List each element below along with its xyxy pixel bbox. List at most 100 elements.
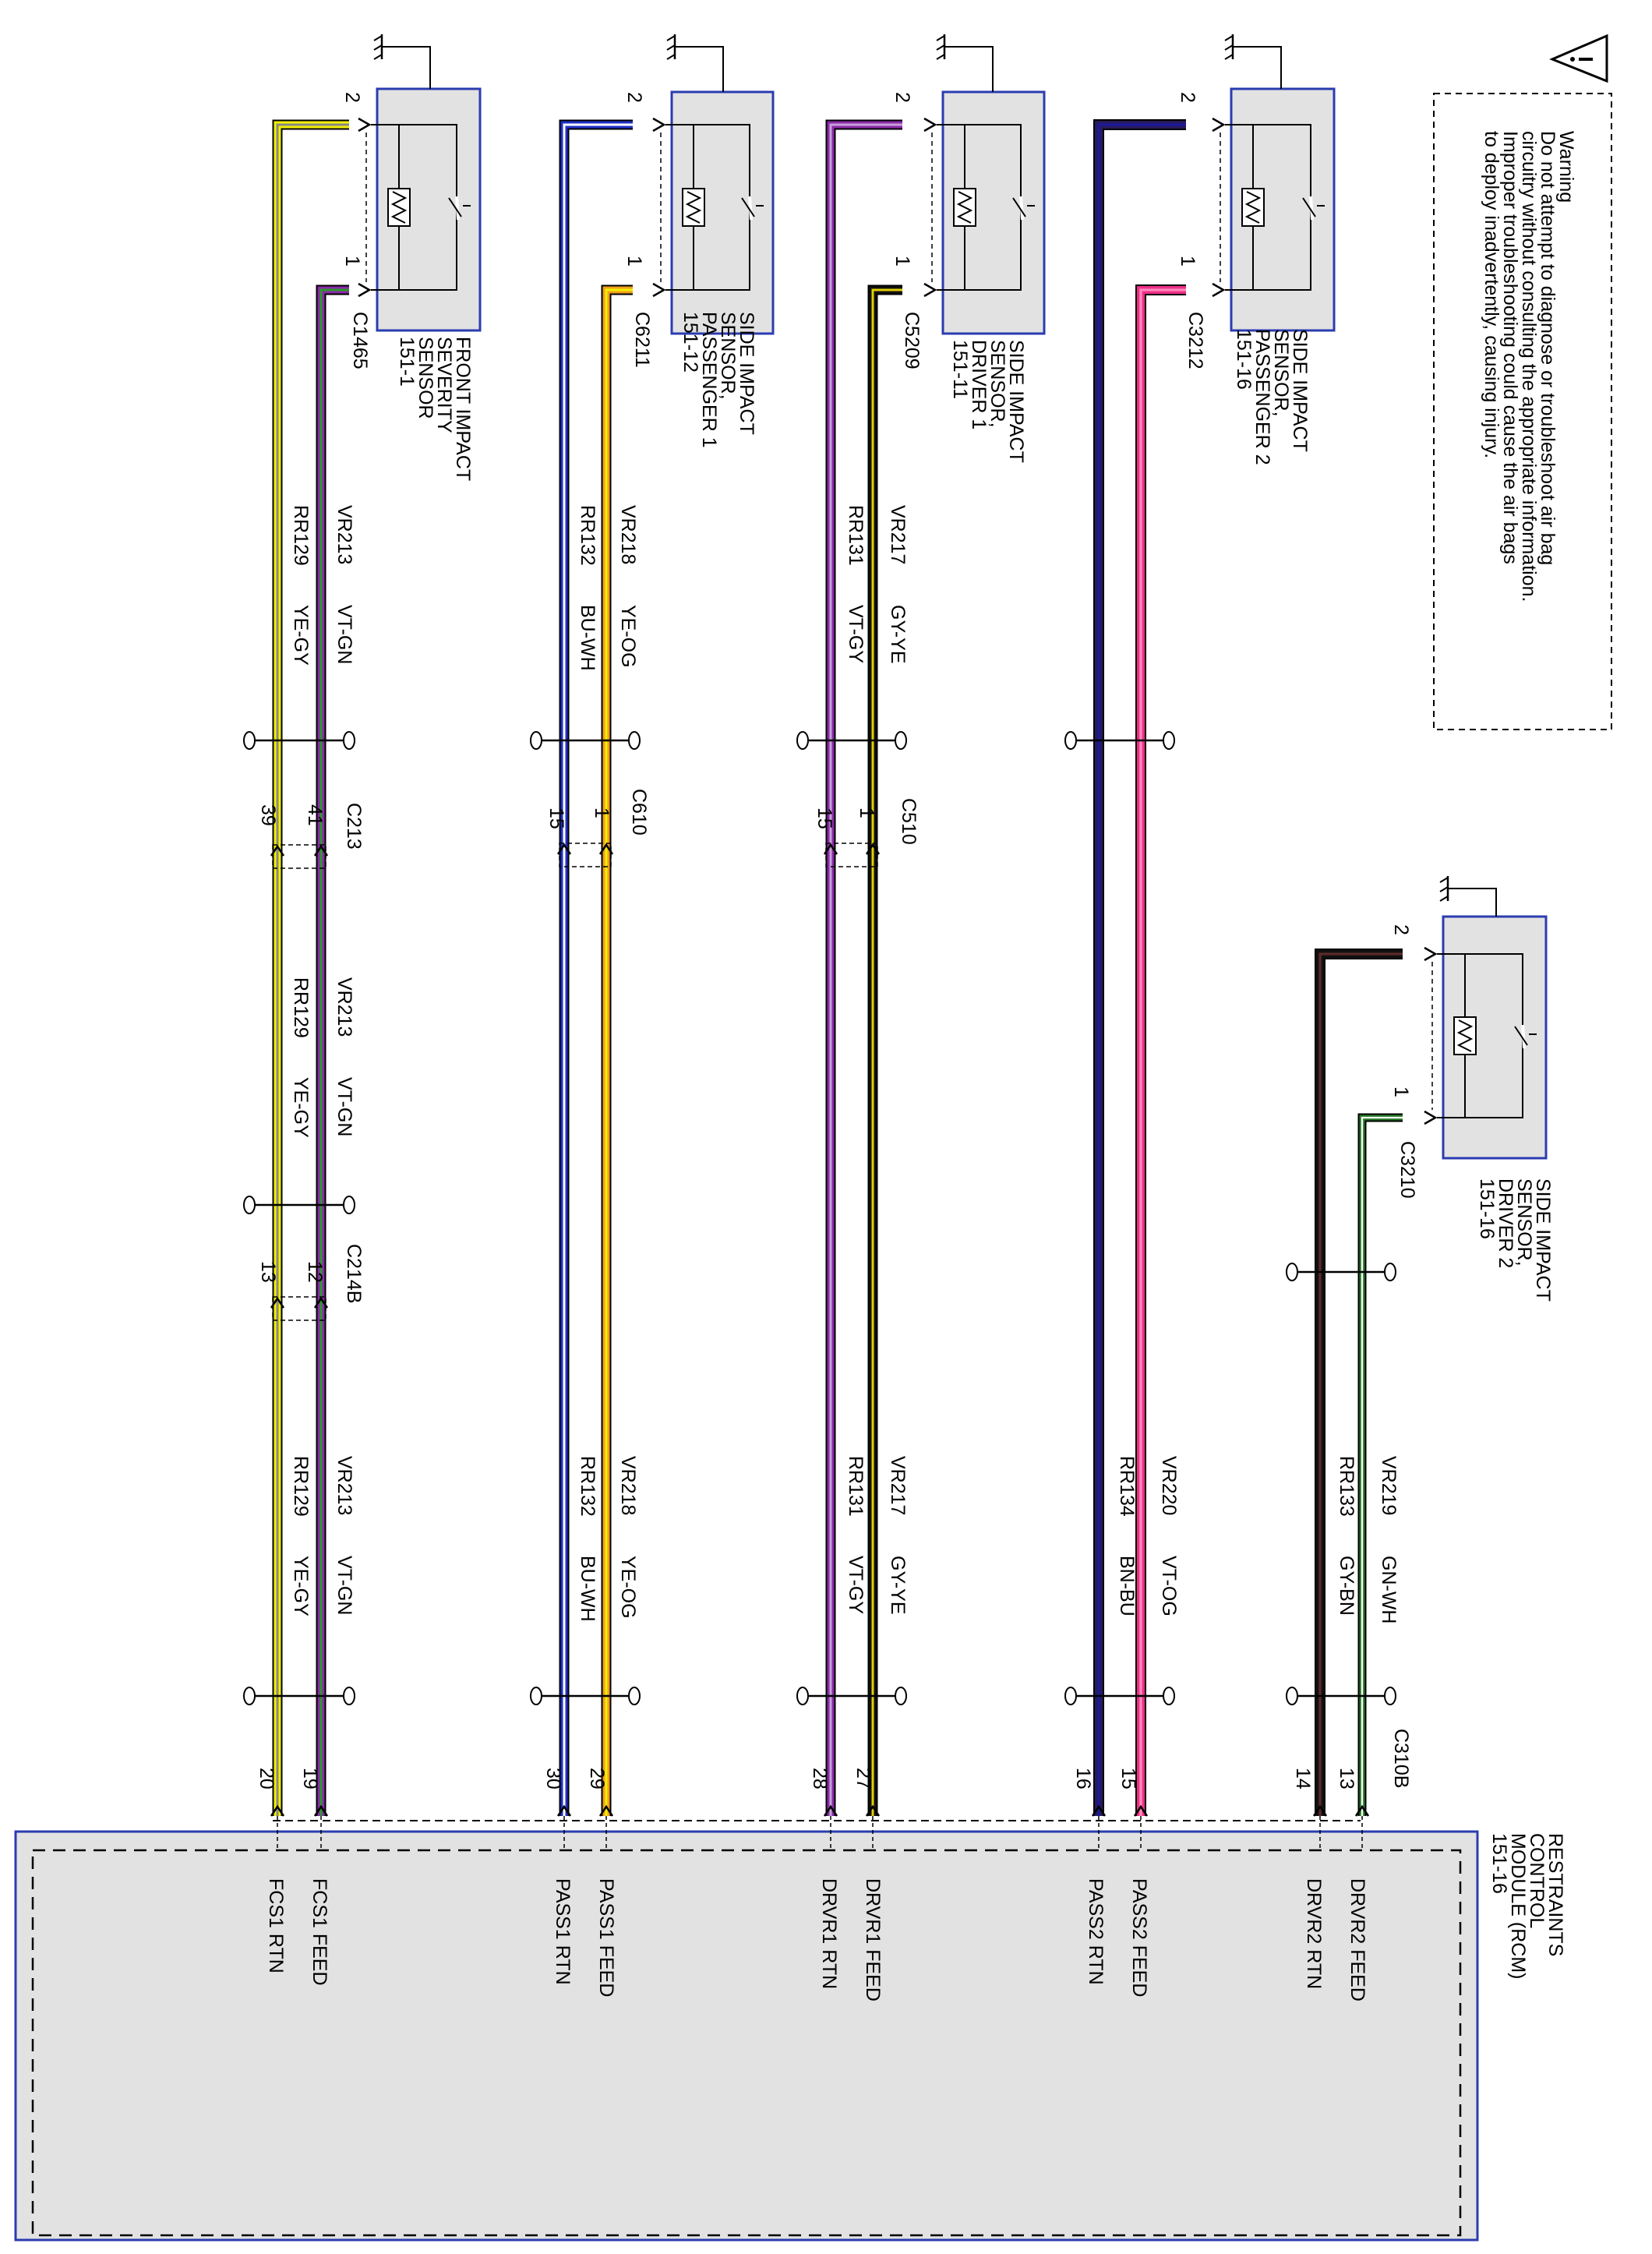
circuit-id: RR132 (577, 505, 598, 566)
ground-hatch (1439, 877, 1449, 883)
sensor-name-line: DRIVER 1 (968, 340, 990, 429)
rcm-pin-arrow (1091, 1804, 1107, 1817)
warning-line-5: to deploy inadvertently, causing injury. (1481, 131, 1502, 458)
inline-pin-arrow (598, 843, 614, 855)
sensor-name-line: PASSENGER 2 (1251, 329, 1273, 465)
wire-color: YE-GY (290, 1077, 312, 1138)
wire-vr217-stripe (871, 288, 902, 1816)
wire-color: YE-GY (290, 1556, 312, 1616)
inline-connector-box (559, 843, 612, 867)
sensor-name-line: PASSENGER 1 (698, 312, 720, 448)
sensor-name-line: SENSOR, (987, 340, 1008, 428)
ground-hatch (1224, 35, 1234, 41)
inline-connector-c510 (823, 843, 881, 867)
rcm-name-4: 151-16 (1488, 1833, 1510, 1894)
pin-label: 41 (304, 804, 326, 826)
pin-arrow (1212, 117, 1226, 132)
wires (272, 119, 1403, 1816)
circuit-id: RR134 (1116, 1456, 1138, 1517)
pin-label: 12 (304, 1261, 326, 1283)
splice-markers (243, 731, 1396, 1850)
inline-pin-arrow (313, 1296, 329, 1309)
resistor-zigzag (390, 191, 408, 224)
pin-label: 2 (623, 92, 645, 103)
ground-hatch (666, 54, 676, 60)
switch-gap (455, 196, 460, 221)
wire-color: BU-WH (577, 1556, 598, 1622)
ground-lead (382, 46, 431, 89)
pin-label: 1 (1390, 1086, 1412, 1097)
marker-end (796, 1687, 809, 1705)
wire-color: YE-OG (617, 605, 639, 668)
ground-icon (666, 34, 676, 60)
rcm-name-3: MODULE (RCM) (1507, 1833, 1529, 1980)
sensor-label-driver-2: SIDE IMPACT SENSOR, DRIVER 2 151-16 C321… (1390, 924, 1554, 1302)
connector-label: C1465 (349, 312, 371, 369)
sensor-5 (1424, 876, 1548, 1160)
marker-end (895, 731, 907, 750)
circuit-id: RR131 (845, 505, 867, 566)
ground-hatch (666, 44, 676, 51)
sensor-name-line: 151-12 (680, 312, 701, 373)
rcm-label: RESTRAINTS CONTROL MODULE (RCM) 151-16 (1488, 1833, 1566, 1980)
switch-icon (1012, 197, 1026, 217)
circuit-labels-drvr1: VR217 GY-YE RR131 VT-GY VR217 GY-YE RR13… (845, 505, 909, 1615)
wire-color: YE-OG (617, 1556, 639, 1619)
harness-marker-drvr2-b (1286, 1687, 1396, 1705)
warning-line-1: Warning (1555, 131, 1577, 203)
sensor-name-line: SIDE IMPACT (1005, 340, 1027, 463)
sensor-name-line: SENSOR, (1270, 329, 1292, 417)
wire-color: VT-OG (1158, 1556, 1180, 1616)
marker-end (1064, 731, 1077, 750)
pin-arrow (652, 282, 666, 298)
ground-hatch (1439, 896, 1449, 902)
connector-label: C3212 (1184, 312, 1206, 369)
switch-icon (741, 197, 755, 217)
marker-end (530, 731, 542, 750)
inline-connector-box (272, 1296, 327, 1321)
marker-end (1286, 1687, 1298, 1705)
rcm-pin-number: 16 (1072, 1768, 1094, 1789)
rcm-box (14, 1830, 1479, 2242)
rcm-pin-number: 20 (256, 1768, 277, 1789)
sensor-name-line: SIDE IMPACT (1289, 329, 1311, 452)
rcm-pin-name: DRVR1 RTN (818, 1878, 840, 1989)
sensor-name-line: SENSOR, (1513, 1178, 1535, 1267)
pin-label: 2 (341, 92, 363, 103)
switch-gap (1521, 1024, 1526, 1049)
ground-lead (1448, 888, 1497, 917)
harness-marker-fcs1-b (243, 1196, 355, 1214)
connector-label: C3210 (1396, 1141, 1418, 1199)
wire-color: GY-YE (887, 1556, 909, 1615)
connector-label: C510 (898, 798, 920, 845)
circuit-id: VR220 (1158, 1456, 1180, 1515)
harness-marker-drvr2-a (1286, 1263, 1396, 1281)
sensor-name-line: SENSOR (415, 337, 436, 419)
resistor-zigzag (685, 191, 702, 224)
rcm-pin-name: PASS2 RTN (1085, 1878, 1107, 1985)
warning-line-4: Improper troubleshooting could cause the… (1499, 131, 1521, 564)
wire-vr220-stripe (1139, 288, 1186, 1816)
rcm-pin-name: DRVR2 RTN (1303, 1878, 1325, 1989)
sensor-name-line: SIDE IMPACT (736, 312, 757, 435)
circuit-id: VR213 (334, 505, 355, 564)
circuit-id: VR218 (617, 1456, 639, 1515)
circuit-id: RR133 (1336, 1456, 1357, 1517)
harness-marker-pass1-a (530, 731, 641, 750)
harness-marker-drvr1-a (796, 731, 907, 750)
wire-color: VT-GN (334, 1077, 355, 1136)
harness-marker-fcs1-c (243, 1687, 355, 1705)
circuit-labels-pass2: VR220 VT-OG RR134 BN-BU (1116, 1456, 1180, 1616)
ground-icon (936, 34, 946, 60)
rcm-pin-number: 29 (586, 1768, 608, 1789)
wire-color: BN-BU (1116, 1556, 1138, 1616)
pin-label: 1 (891, 256, 913, 267)
wire-rr132-stripe (563, 123, 633, 1816)
wire-vr219-stripe (1361, 1116, 1403, 1816)
sensor-name-line: DRIVER 2 (1495, 1178, 1516, 1268)
circuit-id: VR218 (617, 505, 639, 564)
sensor-label-driver-1: SIDE IMPACT SENSOR, DRIVER 1 151-11 C520… (891, 92, 1027, 463)
switch-icon (1302, 197, 1316, 217)
rcm-pin-name: FCS1 RTN (265, 1878, 287, 1973)
warning-line-3: circuitry without consulting the appropr… (1518, 131, 1540, 602)
